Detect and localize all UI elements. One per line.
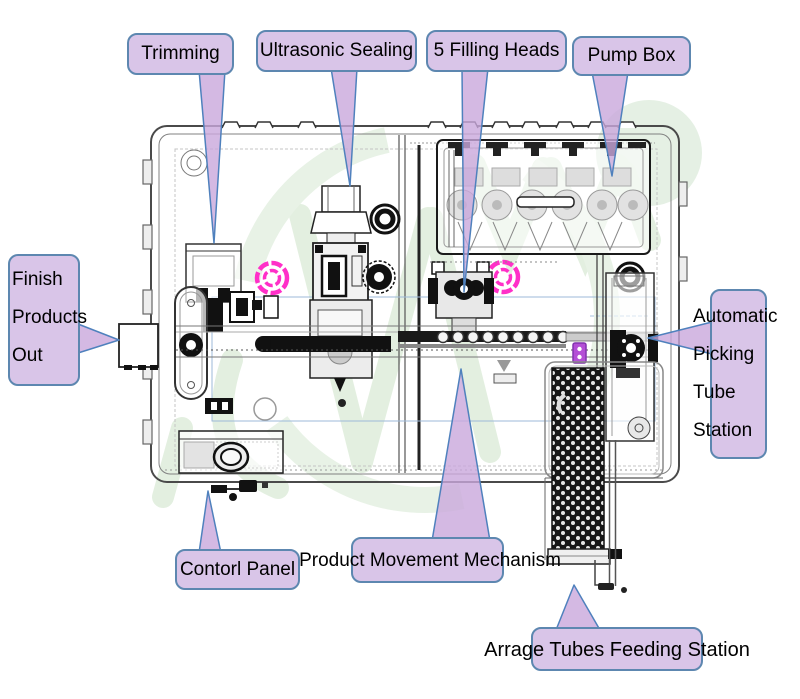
callout-control-panel: Contorl Panel <box>175 549 300 590</box>
callout-pump-box-label: Pump Box <box>587 45 676 66</box>
callout-tube-feeding-box <box>531 627 703 671</box>
callout-ultrasonic-sealing-label: Ultrasonic Sealing <box>259 40 414 61</box>
tail-filling-heads <box>461 67 489 293</box>
callout-trimming: Trimming <box>127 33 234 75</box>
callout-finish-products-label: Finish Products Out <box>12 269 87 366</box>
tail-pump-box <box>591 71 629 177</box>
tail-product-movement <box>431 368 491 542</box>
callout-product-movement-box <box>351 537 504 583</box>
callout-trimming-label: Trimming <box>141 43 220 64</box>
callout-tube-feeding-label: Arrage Tubes Feeding Station <box>484 638 750 661</box>
trimming-station-drawing <box>118 243 346 421</box>
tail-control-panel <box>198 490 222 554</box>
tail-ultrasonic <box>330 67 358 187</box>
callout-pump-box: Pump Box <box>572 36 691 76</box>
callout-picking-station-label: Automatic Picking Tube Station <box>693 306 778 441</box>
tail-tube-feeding <box>555 584 601 631</box>
tail-trimming <box>198 69 226 244</box>
callout-product-movement-label: Product Movement Mechanism <box>299 550 561 571</box>
machine-frame <box>142 121 688 483</box>
callout-finish-products-box <box>8 254 80 386</box>
callout-filling-heads-label: 5 Filling Heads <box>433 40 560 61</box>
control-panel-drawing <box>178 430 284 501</box>
pump-box-drawing <box>436 139 651 255</box>
tube-feeding-drawing <box>544 361 664 593</box>
callout-control-panel-label: Contorl Panel <box>179 558 296 580</box>
callout-ultrasonic-sealing: Ultrasonic Sealing <box>256 30 417 72</box>
callout-picking-station-box <box>710 289 767 459</box>
callout-filling-heads: 5 Filling Heads <box>426 30 567 72</box>
